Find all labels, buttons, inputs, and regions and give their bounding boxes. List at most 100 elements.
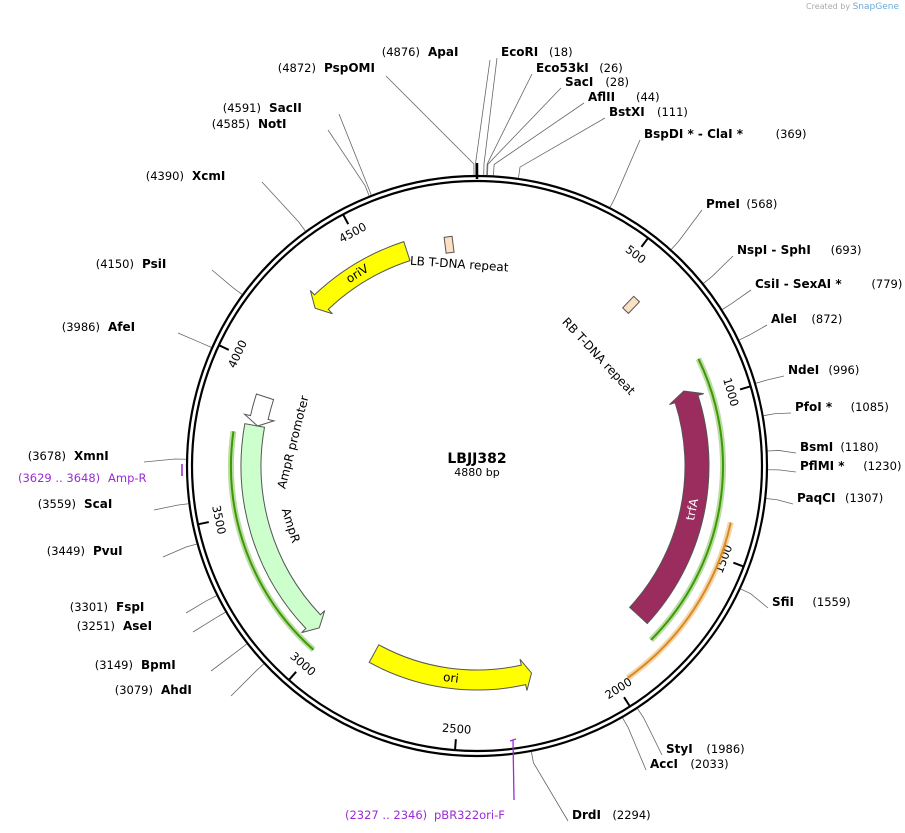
site-position: (996) <box>828 363 859 377</box>
site-position: (779) <box>871 277 902 291</box>
site-xmni[interactable]: (3678) XmnI <box>28 449 187 463</box>
site-position: (3449) <box>47 544 85 558</box>
site-xcmi[interactable]: (4390)XcmI <box>146 169 306 232</box>
site-position: (1986) <box>706 742 744 756</box>
site-ndei[interactable]: NdeI(996) <box>755 363 859 384</box>
tick-label: 500 <box>623 242 649 266</box>
primer-name: pBR322ori-F <box>434 808 505 822</box>
site-leader-line <box>143 458 187 463</box>
feature-trfa[interactable]: trfA <box>628 390 710 625</box>
site-leader-line <box>261 181 306 232</box>
site-name: AleI <box>771 312 797 326</box>
site-name: AhdI <box>161 683 192 697</box>
site-bsmi[interactable]: BsmI (1180) <box>767 440 879 454</box>
site-bpmi[interactable]: (3149)BpmI <box>95 643 247 672</box>
site-nspi[interactable]: NspI - SphI(693) <box>703 243 862 284</box>
tick-mark <box>288 671 297 681</box>
feature-rb-repeat[interactable]: RB T-DNA repeat <box>559 295 641 398</box>
site-bspdi[interactable]: BspDI * - ClaI *(369) <box>609 127 807 208</box>
primer-range: (2327 .. 2346) <box>345 808 427 822</box>
site-position: (1230) <box>863 459 901 473</box>
site-position: (2033) <box>690 757 728 771</box>
site-sfii[interactable]: SfiI(1559) <box>740 588 851 609</box>
plasmid-size: 4880 bp <box>454 466 499 479</box>
site-noti[interactable]: (4585)NotI <box>212 117 370 196</box>
site-position: (872) <box>811 312 842 326</box>
feature-ampr[interactable]: AmpR <box>240 423 326 634</box>
site-name: BsmI <box>800 440 833 454</box>
primer-amp-r[interactable]: (3629 .. 3648)Amp-R <box>18 464 183 485</box>
site-ahdi[interactable]: (3079)AhdI <box>115 663 264 697</box>
site-name: StyI <box>666 742 693 756</box>
site-position: (1180) <box>840 440 878 454</box>
rb-repeat-label: RB T-DNA repeat <box>559 315 638 398</box>
site-position: (2294) <box>612 808 650 822</box>
site-name: SacI <box>565 75 593 89</box>
site-position: (693) <box>831 243 862 257</box>
site-paqci[interactable]: PaqCI(1307) <box>766 491 883 505</box>
site-position: (3301) <box>70 600 108 614</box>
site-leader-line <box>637 708 663 756</box>
credit-prefix: Created by <box>806 2 851 11</box>
site-position: (3678) <box>28 449 66 463</box>
site-drdi[interactable]: DrdI (2294) <box>530 751 651 822</box>
site-bstxi[interactable]: BstXI(111) <box>518 105 688 179</box>
site-asei[interactable]: (3251)AseI <box>77 611 226 633</box>
site-leader-line <box>609 139 641 208</box>
site-fspi[interactable]: (3301)FspI <box>70 595 217 614</box>
site-leader-line <box>385 75 475 176</box>
site-name: PmeI <box>706 197 740 211</box>
site-afei[interactable]: (3986)AfeI <box>62 320 212 348</box>
site-csii[interactable]: CsiI - SexAI * (779) <box>722 277 902 310</box>
site-ecori[interactable]: EcoRI(18) <box>483 45 573 176</box>
site-name: CsiI - SexAI * <box>755 277 842 291</box>
site-eco53ki[interactable]: Eco53kI(26) <box>486 61 623 176</box>
plasmid-name: LBJJ382 <box>447 451 506 467</box>
site-pvui[interactable]: (3449)PvuI <box>47 543 197 558</box>
site-leader-line <box>518 117 606 179</box>
feature-lb-repeat[interactable]: LB T-DNA repeat <box>410 235 510 275</box>
backbone-inner <box>190 179 764 753</box>
site-scai[interactable]: (3559)ScaI <box>38 497 189 511</box>
feature-ori[interactable]: ori <box>368 644 533 691</box>
site-apai[interactable]: (4876)ApaI <box>382 45 491 176</box>
site-position: (568) <box>746 197 777 211</box>
site-sacii[interactable]: (4591)SacII <box>223 101 372 196</box>
site-pmei[interactable]: PmeI (568) <box>671 197 777 250</box>
ampr-promoter-arrow <box>242 393 276 427</box>
tick-mark <box>197 521 209 526</box>
site-pspomi[interactable]: (4872)PspOMI <box>278 61 475 176</box>
site-aflii[interactable]: AflII(44) <box>493 90 660 176</box>
trfa-arrow <box>628 390 710 625</box>
site-name: AflII <box>588 90 615 104</box>
site-psii[interactable]: (4150)PsiI <box>96 257 243 295</box>
primers: (3629 .. 3648)Amp-R (2327 .. 2346) pBR322o… <box>18 464 517 822</box>
primer-pbr322ori-f[interactable]: (2327 .. 2346) pBR322ori-F <box>345 738 517 822</box>
site-leader-line <box>327 129 370 196</box>
center-label: LBJJ382 4880 bp <box>447 451 506 479</box>
site-leader-line <box>530 751 569 822</box>
site-leader-line <box>483 57 498 176</box>
tick-mark <box>454 739 457 751</box>
site-saci[interactable]: SacI(28) <box>487 75 629 176</box>
site-name: AseI <box>123 619 152 633</box>
site-styi[interactable]: StyI (1986) <box>637 708 745 756</box>
site-leader-line <box>755 375 785 384</box>
site-pflmi[interactable]: PflMI *(1230) <box>767 459 901 473</box>
site-name: BstXI <box>609 105 645 119</box>
site-acci[interactable]: AccI(2033) <box>622 717 729 771</box>
site-pfoi[interactable]: PfoI *(1085) <box>763 400 889 417</box>
site-leader-line <box>486 73 533 176</box>
tick-label: 1000 <box>720 376 742 408</box>
trfa-green-arc <box>648 357 726 643</box>
site-name: DrdI <box>572 808 601 822</box>
primer-mark <box>509 738 517 801</box>
site-leader-line <box>703 255 734 284</box>
feature-oriv[interactable]: oriV <box>309 241 411 315</box>
site-alei[interactable]: AleI (872) <box>739 312 842 341</box>
restriction-sites: (4876)ApaI(4872)PspOMIEcoRI(18)Eco53kI(2… <box>28 45 903 822</box>
ori-label: ori <box>442 670 459 686</box>
ampr-arrow <box>240 423 326 634</box>
tick-label: 2500 <box>442 721 472 737</box>
site-name: XmnI <box>74 449 109 463</box>
